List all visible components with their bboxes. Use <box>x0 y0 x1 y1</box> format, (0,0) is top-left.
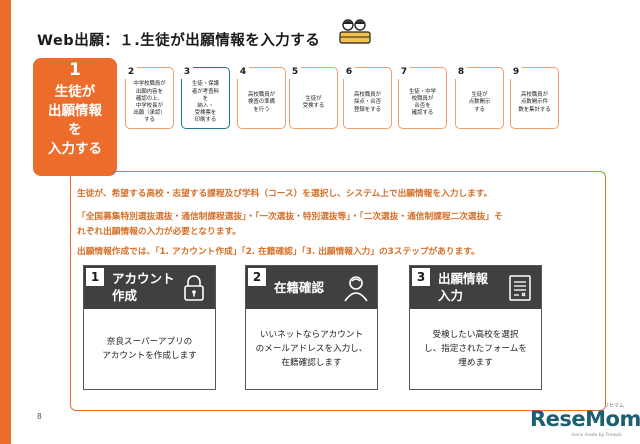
card-title: アカウント 作成 <box>112 270 175 304</box>
step-description: 高校職員が 採点・合否 登録をする <box>354 92 381 113</box>
step-box-5: 5 生徒が 受検する <box>289 67 338 129</box>
step-number: 6 <box>343 67 355 79</box>
resemom-logo: リセマム ReseMom Icons made by Freepik <box>526 402 640 442</box>
icon-credit: Icons made by Freepik <box>571 433 622 438</box>
left-accent-bar <box>0 0 11 444</box>
step-box-9: 9 高校職員が 点数開示件 数を集計する <box>510 67 559 129</box>
substep-card-enrollment: 2 在籍確認 いいネットならアカウント のメールアドレスを入力し、 在籍確認しま… <box>245 265 378 390</box>
card-body: 受検したい高校を選択 し、指定されたフォームを 埋めます <box>424 330 527 368</box>
description-paragraph: 出願情報作成では、「1. アカウント作成」「2. 在籍確認」「3. 出願情報入力… <box>77 247 480 257</box>
step-number: 4 <box>237 67 249 79</box>
substep-card-account: 1 アカウント 作成 奈良スーパーアプリの アカウントを作成します <box>83 265 216 390</box>
card-number: 2 <box>248 268 266 286</box>
card-header: 2 在籍確認 <box>246 266 377 309</box>
current-step-label-line: を <box>68 122 82 138</box>
step-box-4: 4 高校職員が 検査の準備 を行う <box>237 67 286 129</box>
description-paragraph: れぞれ出願情報の入力が必要となります。 <box>77 227 241 237</box>
card-body: 奈良スーパーアプリの アカウントを作成します <box>102 337 197 361</box>
step-box-2: 2 中学校職員が 出願内容を 確認の上、 中学校長が 出願（承認） する <box>125 67 174 129</box>
current-step-label-line: 出願情報 <box>48 103 102 119</box>
step-box-7: 7 生徒・中学 校職員が 合否を 確認する <box>398 67 447 129</box>
step-description: 生徒が 点数開示 する <box>468 92 491 113</box>
current-step-label-line: 生徒が <box>54 84 96 100</box>
current-step-label-line: 入力する <box>48 141 102 157</box>
step-content-frame <box>70 171 606 411</box>
description-paragraph: 「全国募集特別選抜選抜・通信制課程選抜」・「一次選抜・特別選抜等」・「二次選抜・… <box>77 212 503 222</box>
card-title-line: 作成 <box>112 288 138 303</box>
card-number: 1 <box>86 268 104 286</box>
step-number: 5 <box>289 67 301 79</box>
current-step-number: 1 <box>69 60 81 80</box>
current-step-label: 生徒が 出願情報 を 入力する <box>33 83 117 159</box>
person-icon <box>344 276 368 302</box>
card-title-line: 出願情報 <box>438 271 489 286</box>
page-title: Web出願：１.生徒が出願情報を入力する <box>37 33 321 49</box>
step-number: 3 <box>181 67 193 79</box>
card-title: 出願情報 入力 <box>438 270 488 304</box>
card-title: 在籍確認 <box>274 279 324 296</box>
step-number: 7 <box>398 67 410 79</box>
step-number: 8 <box>455 67 467 79</box>
page-number: 8 <box>37 412 42 421</box>
step-box-6: 6 高校職員が 採点・合否 登録をする <box>343 67 392 129</box>
step-description: 生徒・保護 者が考査料 を 納入・ 受検票を 印刷する <box>192 81 219 124</box>
card-body: いいネットならアカウント のメールアドレスを入力し、 在籍確認します <box>255 330 368 368</box>
step-description: 高校職員が 点数開示件 数を集計する <box>518 92 551 113</box>
logo-wordmark: ReseMom <box>530 407 640 431</box>
card-title-line: 入力 <box>438 288 464 303</box>
card-title-line: アカウント <box>112 271 175 286</box>
logo-ruby: リセマム <box>603 403 624 409</box>
card-header: 3 出願情報 入力 <box>410 266 541 309</box>
lock-icon <box>184 275 204 301</box>
step-number: 2 <box>125 67 137 79</box>
card-number: 3 <box>412 268 430 286</box>
description-paragraph: 生徒が、希望する高校・志望する課程及び学科（コース）を選択し、システム上で出願情… <box>77 189 493 199</box>
step-box-8: 8 生徒が 点数開示 する <box>455 67 504 129</box>
family-icon <box>339 19 371 44</box>
card-title-line: 在籍確認 <box>274 280 325 295</box>
step-description: 高校職員が 検査の準備 を行う <box>248 92 275 113</box>
card-header: 1 アカウント 作成 <box>84 266 215 309</box>
current-step-badge: 1 生徒が 出願情報 を 入力する <box>33 58 117 176</box>
form-icon <box>509 275 531 301</box>
step-description: 中学校職員が 出願内容を 確認の上、 中学校長が 出願（承認） する <box>133 81 166 124</box>
step-description: 生徒・中学 校職員が 合否を 確認する <box>409 88 436 117</box>
step-box-3: 3 生徒・保護 者が考査料 を 納入・ 受検票を 印刷する <box>181 67 230 129</box>
step-number: 9 <box>510 67 522 79</box>
step-description: 生徒が 受検する <box>302 95 325 109</box>
substep-card-application: 3 出願情報 入力 受検したい高校を選択 し、指定されたフォームを 埋めます <box>409 265 542 390</box>
